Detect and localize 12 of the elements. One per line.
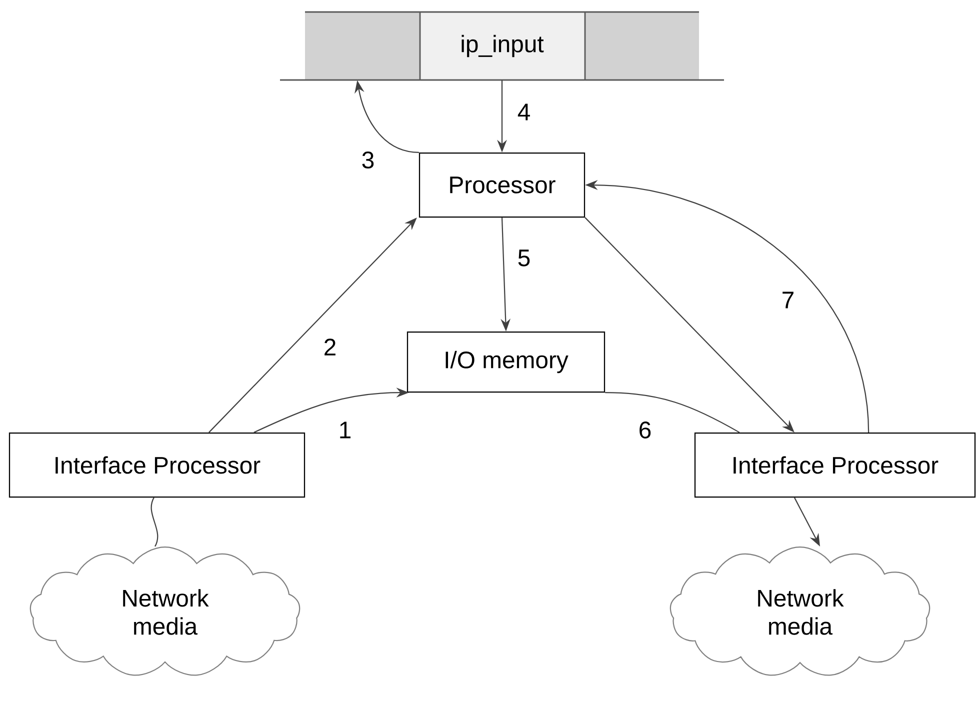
process-box: I/O memory — [406, 331, 606, 393]
edge-label: 6 — [636, 420, 654, 440]
edge-label: 1 — [336, 420, 354, 440]
edge-label: 3 — [360, 150, 376, 170]
queue-band: ip_input — [280, 11, 724, 81]
process-box: Processor — [418, 152, 586, 218]
process-box: Interface Processor — [694, 432, 976, 498]
edge-label: 4 — [516, 102, 532, 122]
process-box: Interface Processor — [8, 432, 306, 498]
edge-label: 2 — [322, 337, 338, 357]
edge-label: 7 — [780, 290, 796, 310]
edge-label: 5 — [516, 248, 532, 268]
